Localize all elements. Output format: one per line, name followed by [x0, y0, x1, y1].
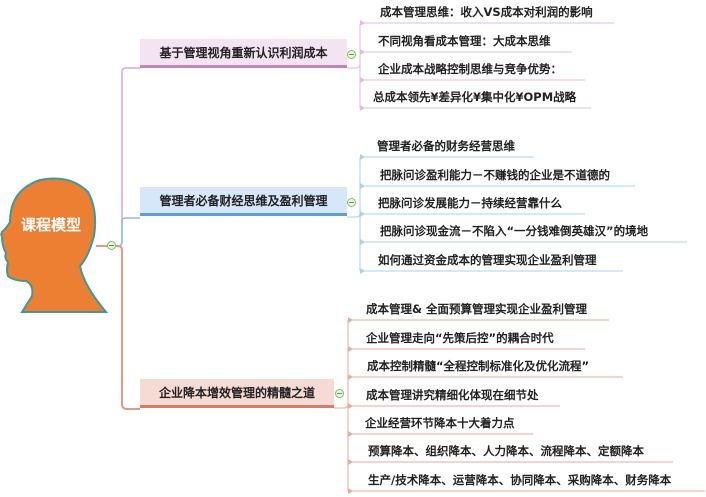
- subtopic[interactable]: 管理者必备的财务经营思维: [377, 139, 515, 153]
- root-collapse-button[interactable]: [107, 241, 116, 250]
- subtopic[interactable]: 把脉问诊盈利能力－不赚钱的企业是不道德的: [380, 168, 610, 182]
- head-shape: [0, 177, 109, 313]
- branch-topic-cost-perspective[interactable]: 基于管理视角重新认识利润成本: [140, 39, 347, 68]
- root-title[interactable]: 课程模型: [20, 216, 81, 234]
- subtopic[interactable]: 成本管理& 全面预算管理实现企业盈利管理: [366, 302, 588, 316]
- branch-topic-finance-thinking[interactable]: 管理者必备财经思维及盈利管理: [140, 187, 347, 216]
- subtopic[interactable]: 成本控制精髓“全程控制标准化及优化流程”: [367, 359, 590, 373]
- subtopic[interactable]: 成本管理讲究精细化体现在细节处: [366, 388, 539, 402]
- subtopic[interactable]: 把脉问诊发展能力－持续经营靠什么: [378, 196, 562, 210]
- branch-topic-cost-reduction[interactable]: 企业降本增效管理的精髓之道: [140, 379, 334, 408]
- branch-2-collapse-button[interactable]: [347, 198, 356, 207]
- subtopic[interactable]: 企业管理走向“先策后控”的耦合时代: [366, 331, 554, 345]
- subtopic[interactable]: 把脉问诊现金流－不陷入“一分钱难倒英雄汉”的境地: [380, 224, 649, 238]
- subtopic[interactable]: 企业经营环节降本十大着力点: [365, 416, 515, 430]
- branch-3-collapse-button[interactable]: [335, 389, 344, 398]
- subtopic[interactable]: 成本管理思维：收入VS成本对利润的影响: [380, 5, 593, 19]
- subtopic[interactable]: 企业成本战略控制思维与竞争优势：: [378, 62, 562, 76]
- subtopic[interactable]: 预算降本、组织降本、人力降本、流程降本、定额降本: [368, 444, 644, 458]
- subtopic[interactable]: 生产/技术降本、运营降本、协同降本、采购降本、财务降本: [368, 473, 672, 487]
- subtopic[interactable]: 总成本领先¥差异化¥集中化¥OPM战略: [373, 90, 577, 104]
- subtopic[interactable]: 如何通过资金成本的管理实现企业盈利管理: [378, 253, 597, 267]
- branch-1-collapse-button[interactable]: [347, 50, 356, 59]
- subtopic[interactable]: 不同视角看成本管理：大成本思维: [378, 34, 551, 48]
